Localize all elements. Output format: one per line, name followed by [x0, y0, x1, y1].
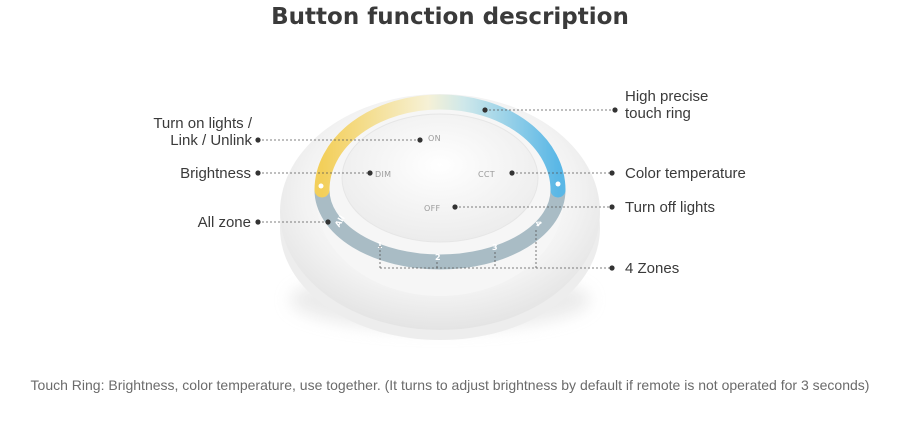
- brightness-label: Brightness: [180, 165, 251, 182]
- center-button-pad: [341, 113, 539, 243]
- zone-4-label[interactable]: 4: [533, 219, 544, 229]
- all-zone-label: All zone: [198, 214, 251, 231]
- turn-on-label-line2: Link / Unlink: [170, 132, 252, 149]
- touch-ring-label-line1: High precise: [625, 88, 708, 105]
- four-zones-label: 4 Zones: [625, 260, 679, 277]
- zone-1-label[interactable]: 1: [377, 241, 383, 250]
- caption-text: Touch Ring: Brightness, color temperatur…: [30, 377, 870, 393]
- touch-ring-label-line2: touch ring: [625, 105, 691, 122]
- cool-sun-icon: [555, 181, 561, 187]
- cct-button[interactable]: CCT: [478, 170, 495, 179]
- on-button[interactable]: ON: [428, 134, 441, 143]
- callout-lines: [258, 109, 615, 269]
- zone-ring[interactable]: [314, 182, 566, 270]
- callout-dots: [255, 107, 618, 271]
- color-temperature-label: Color temperature: [625, 165, 746, 182]
- turn-off-label: Turn off lights: [625, 199, 715, 216]
- zone-2-label[interactable]: 2: [435, 253, 441, 262]
- off-button[interactable]: OFF: [424, 204, 440, 213]
- touch-ring[interactable]: [314, 94, 566, 198]
- zone-3-label[interactable]: 3: [492, 243, 498, 252]
- page-title: Button function description: [271, 4, 629, 30]
- turn-on-label-line1: Turn on lights /: [153, 115, 252, 132]
- warm-sun-icon: [318, 183, 324, 189]
- remote-diagram: All 1 2 3 4 ON DIM CCT OFF Turn on light…: [153, 88, 746, 340]
- dim-button[interactable]: DIM: [375, 170, 391, 179]
